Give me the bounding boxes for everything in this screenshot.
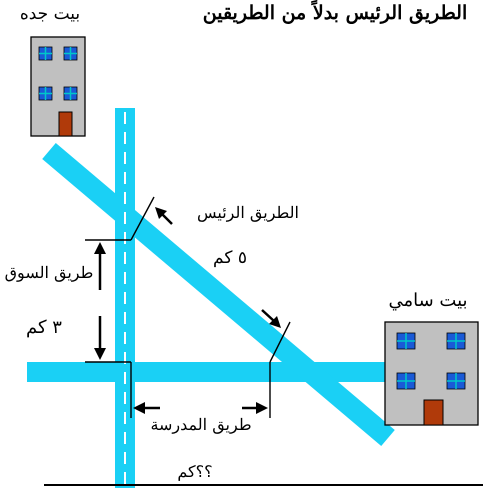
grandma-house-window (38, 86, 53, 101)
school-road-label: طريق المدرسة (150, 415, 251, 434)
sami-house-window (446, 372, 466, 390)
grandma-house (30, 36, 86, 137)
school-road-horizontal (27, 362, 397, 382)
market-road-arrow-top (94, 242, 106, 290)
school-road-distance: ؟؟كم (177, 462, 212, 481)
market-road-arrow-bottom (94, 316, 106, 360)
school-road-arrow-left (133, 402, 160, 414)
main-road-distance: ٥ كم (213, 248, 247, 268)
grandma-house-label: بيت جده (20, 4, 80, 24)
roads (27, 108, 397, 488)
sami-house-window (446, 332, 466, 350)
sami-house (384, 321, 479, 426)
main-road-label: الطريق الرئيس (197, 203, 299, 222)
main-road-distance-marker (130, 196, 291, 363)
grandma-house-window (63, 46, 78, 61)
sami-house-window (396, 372, 416, 390)
market-road-distance: ٣ كم (26, 317, 62, 338)
grandma-house-door (58, 111, 73, 137)
main-road-arrow-bottom (261, 309, 281, 328)
sami-house-door (423, 399, 444, 426)
main-road-tick-bottom (269, 321, 291, 363)
sami-house-label: بيت سامي (388, 290, 467, 311)
grandma-house-window (63, 86, 78, 101)
main-road-arrow-top (155, 207, 173, 225)
sami-house-window (396, 332, 416, 350)
school-road-arrow-right (242, 402, 268, 414)
grandma-house-window (38, 46, 53, 61)
school-road-distance-marker (130, 362, 271, 418)
market-road-label: طريق السوق (5, 263, 94, 282)
main-road-tick-top (130, 196, 155, 241)
main-road-diagonal (42, 142, 395, 447)
diagram-title: الطريق الرئيس بدلاً من الطريقين (203, 0, 468, 24)
market-road-distance-marker (85, 239, 131, 363)
